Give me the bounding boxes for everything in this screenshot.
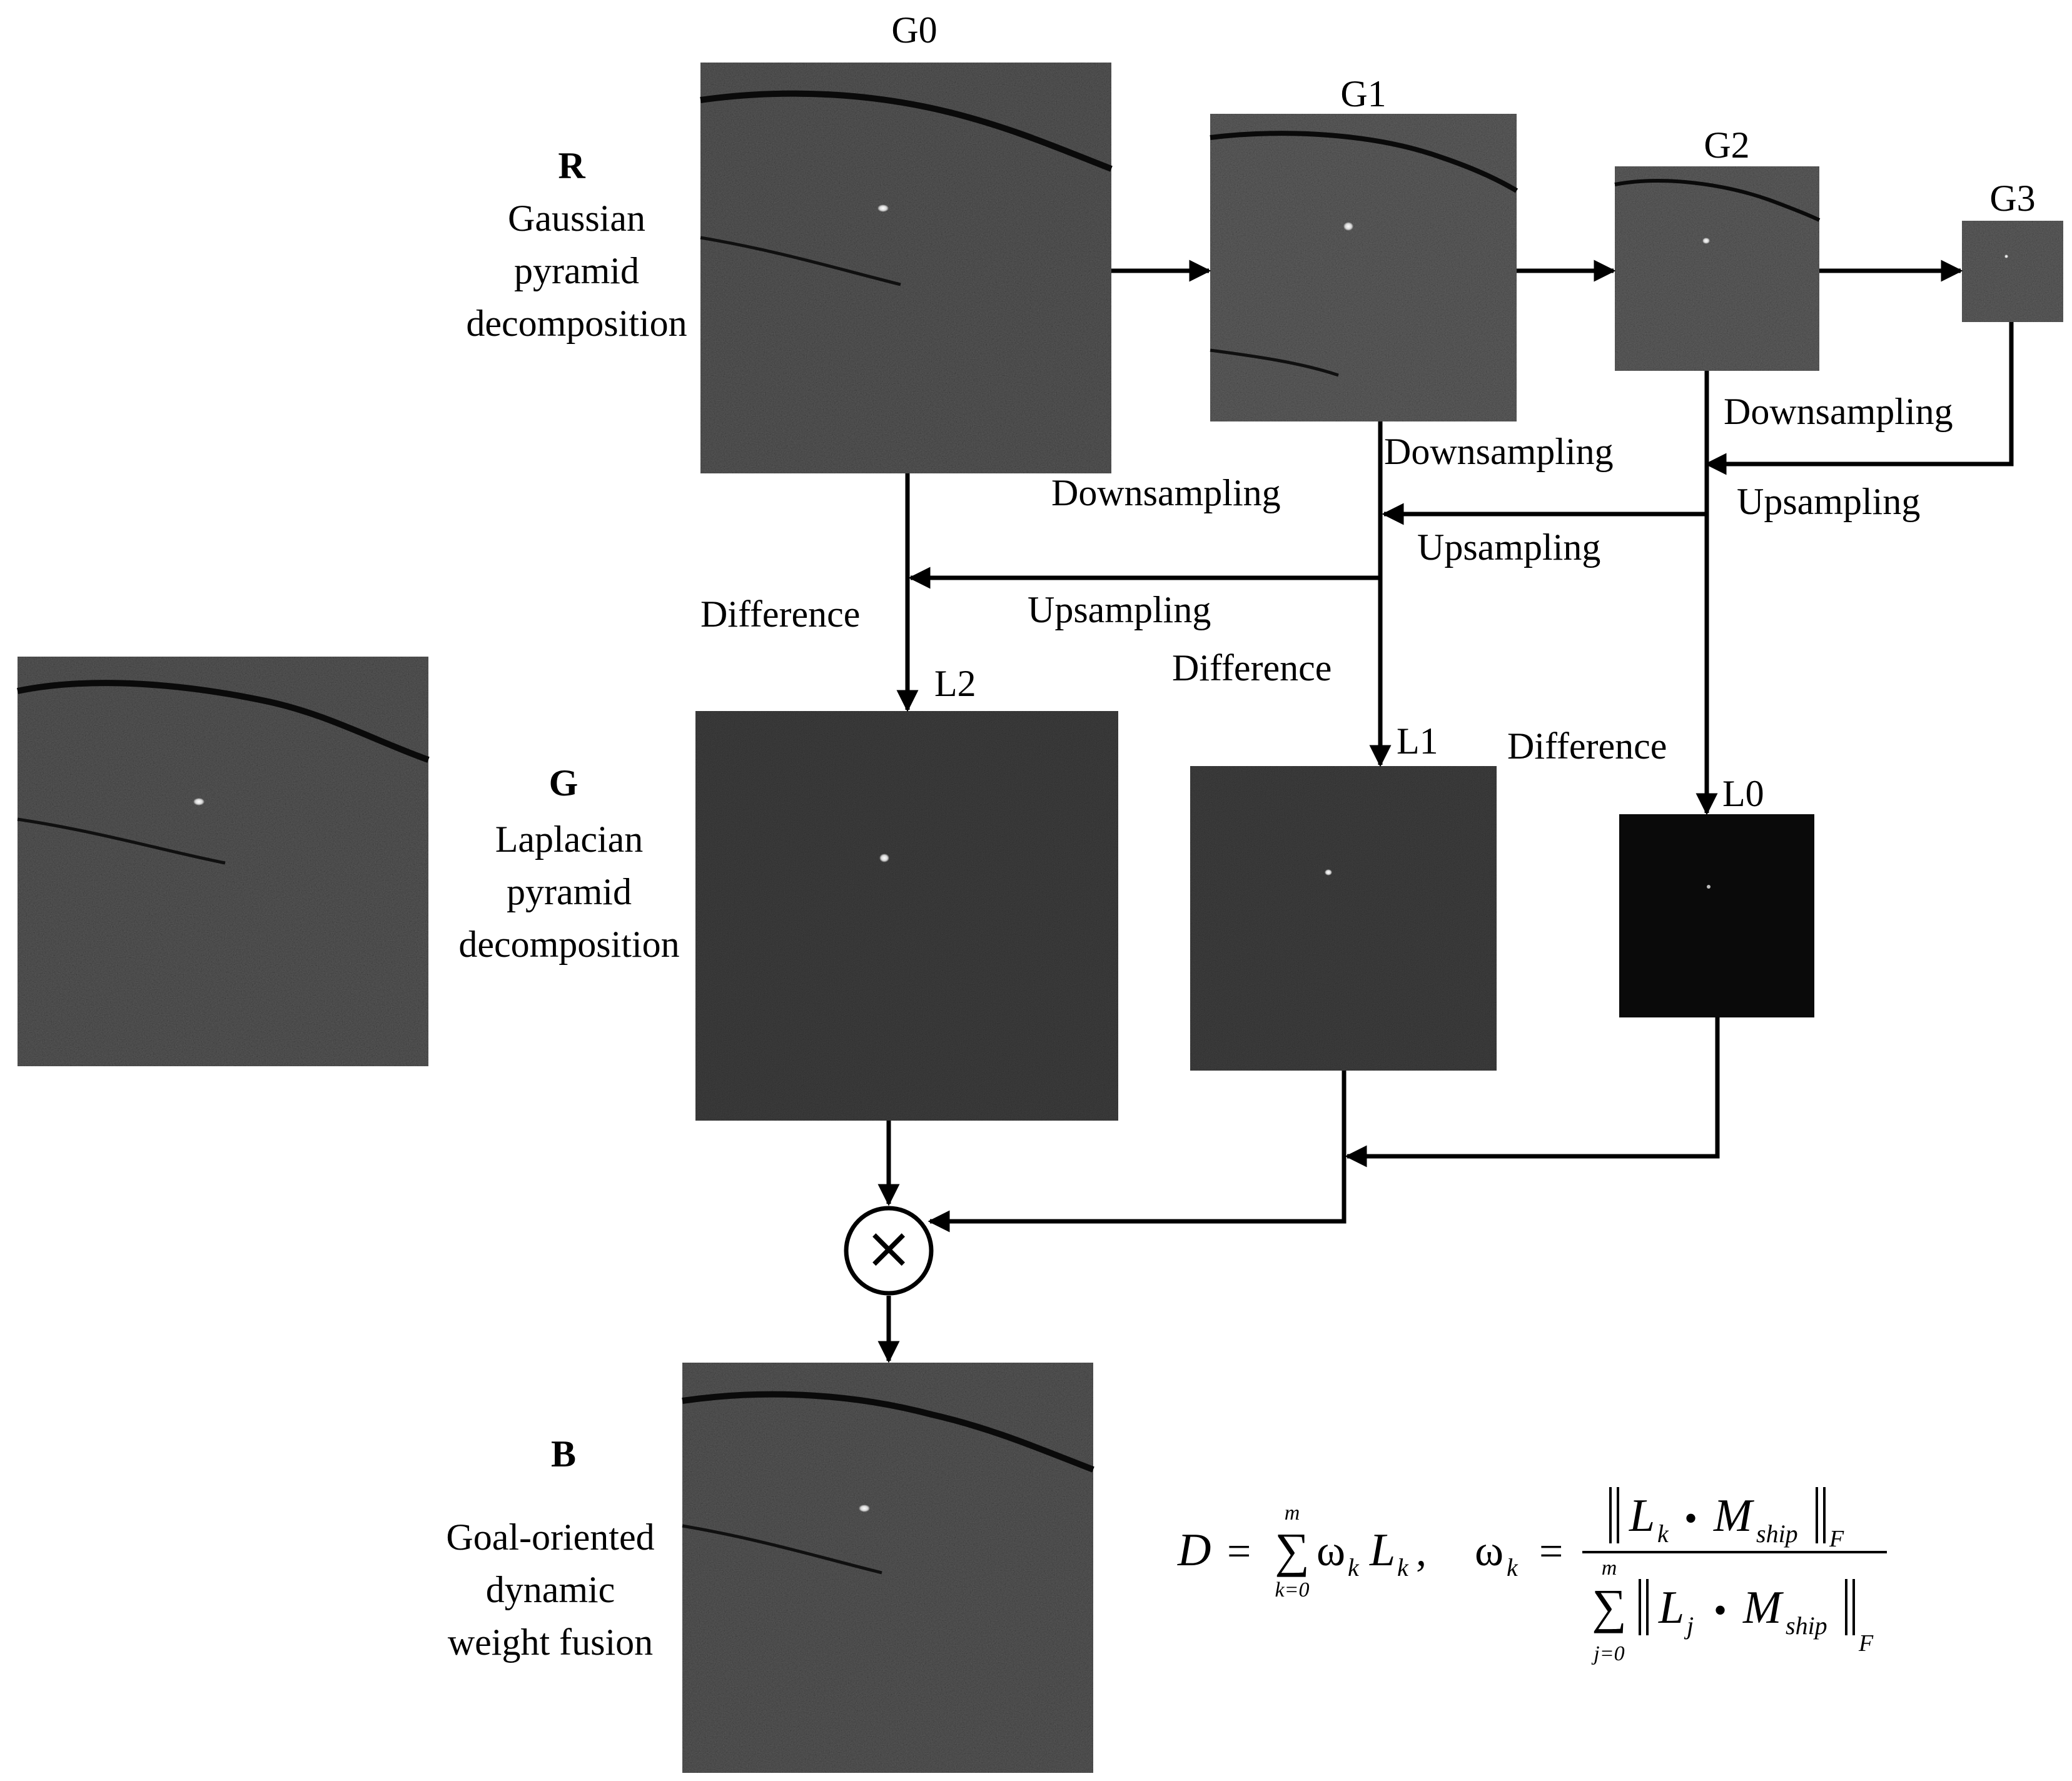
label-g0: G0 [891,9,937,51]
formula-sum-2-lower: j=0 [1591,1642,1624,1665]
connectors [877,260,2014,1363]
section-r-line-2: pyramid [514,250,639,291]
label-l2: L2 [934,663,976,704]
section-g-line-2: pyramid [507,871,632,912]
g0-image [700,63,1113,473]
formula-den-ship: ship [1786,1612,1827,1640]
formula-sum-2-upper: m [1602,1556,1617,1580]
section-r-label: R Gaussian pyramid decomposition [466,145,687,344]
formula-den-m: M [1742,1582,1784,1633]
g3-image [1962,221,2063,322]
label-l1: L1 [1397,720,1438,762]
formula-omega-1: ω [1316,1527,1345,1575]
label-upsampling-g2-g1: Upsampling [1417,527,1600,568]
g1-image [1210,114,1519,421]
label-downsampling-g0: Downsampling [1051,472,1281,513]
formula-l-1-sub: k [1397,1553,1409,1582]
label-downsampling-g2: Downsampling [1724,391,1953,432]
l0-to-merge [1345,1017,1720,1168]
formula-num-l-sub: k [1657,1520,1669,1548]
label-upsampling-g3-g2: Upsampling [1737,481,1920,522]
label-difference-l1: Difference [1172,647,1332,689]
formula-den-f: F [1858,1630,1874,1657]
formula-num-l: L [1629,1490,1655,1541]
section-g-letter: G [549,762,579,804]
section-r-line-1: Gaussian [508,198,645,239]
formula-d: D [1177,1525,1211,1576]
fusion-multiply-operator: × [844,1206,934,1296]
formula-eq-1: = [1227,1527,1251,1575]
input-sar-image [16,657,430,1066]
section-b-line-1: Goal-oriented [446,1516,654,1558]
g2-image [1614,166,1821,371]
formula-num-ship: ship [1756,1520,1798,1548]
output-fused-image [682,1363,1094,1773]
svg-text:×: × [864,1214,912,1281]
formula-den-dot: • [1714,1590,1727,1631]
l1-image [1190,766,1497,1071]
section-g-label: G Laplacian pyramid decomposition [458,762,679,965]
section-b-line-3: weight fusion [448,1622,653,1663]
l0-image [1619,814,1814,1017]
label-downsampling-g1: Downsampling [1384,431,1614,472]
label-difference-l2: Difference [700,593,860,635]
formula-sum-1-upper: m [1285,1501,1300,1525]
upsample-g3-to-g2 [1704,322,2014,475]
formula-num-m: M [1713,1490,1755,1541]
section-r-letter: R [558,145,585,186]
formula-eq-2: = [1539,1527,1563,1575]
section-b-line-2: dynamic [486,1569,615,1610]
formula-omega-2: ω [1475,1527,1503,1575]
formula-den-l: L [1658,1582,1684,1633]
formula-comma: , [1416,1527,1427,1575]
formula-num-f: F [1829,1526,1844,1552]
formula-sum-1: ∑ [1275,1523,1310,1577]
l2-image [695,711,1118,1121]
section-b-label: B Goal-oriented dynamic weight fusion [446,1433,654,1663]
label-g2: G2 [1704,124,1749,166]
section-b-letter: B [551,1433,576,1475]
section-g-line-3: decomposition [458,924,679,965]
label-g1: G1 [1340,73,1386,114]
formula-omega-2-sub: k [1507,1553,1519,1582]
formula-num-dot: • [1684,1498,1697,1539]
formula-omega-1-sub: k [1348,1553,1360,1582]
label-difference-l0: Difference [1507,725,1667,767]
label-g3: G3 [1989,178,2035,219]
label-upsampling-g1-g0: Upsampling [1028,589,1211,630]
formula-sum-2: ∑ [1592,1579,1627,1633]
section-g-line-1: Laplacian [495,819,644,860]
formula-den-l-sub: j [1684,1612,1694,1640]
section-r-line-3: decomposition [466,303,687,344]
fusion-formula: D = m ∑ k=0 ω k L k , ω k = L k • M ship… [1177,1487,1887,1665]
formula-l-1: L [1369,1525,1395,1576]
formula-sum-1-lower: k=0 [1275,1578,1309,1602]
label-l0: L0 [1722,773,1764,814]
l1-to-fusion [927,1071,1347,1233]
